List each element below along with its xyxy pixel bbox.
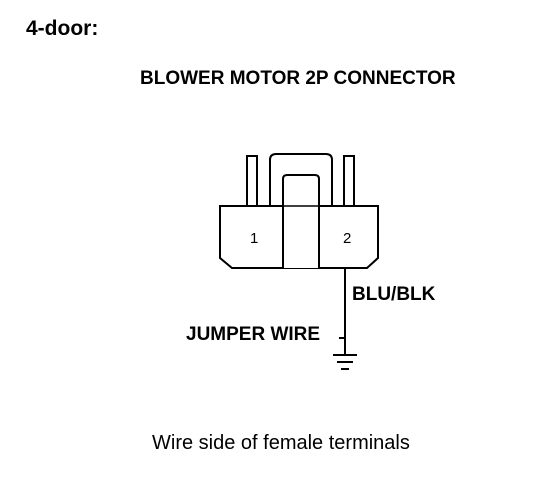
terminal-2-label: 2 bbox=[343, 230, 351, 247]
ground-symbol-icon bbox=[333, 354, 357, 370]
lock-tab bbox=[282, 174, 320, 268]
terminal-1-label: 1 bbox=[250, 230, 258, 247]
left-pin bbox=[246, 155, 258, 207]
diagram-caption: Wire side of female terminals bbox=[152, 432, 410, 454]
wire-color-label: BLU/BLK bbox=[352, 284, 436, 305]
right-pin bbox=[343, 155, 355, 207]
jumper-wire-label: JUMPER WIRE bbox=[186, 324, 321, 345]
connector-title: BLOWER MOTOR 2P CONNECTOR bbox=[140, 68, 456, 89]
variant-heading: 4-door: bbox=[26, 17, 99, 40]
